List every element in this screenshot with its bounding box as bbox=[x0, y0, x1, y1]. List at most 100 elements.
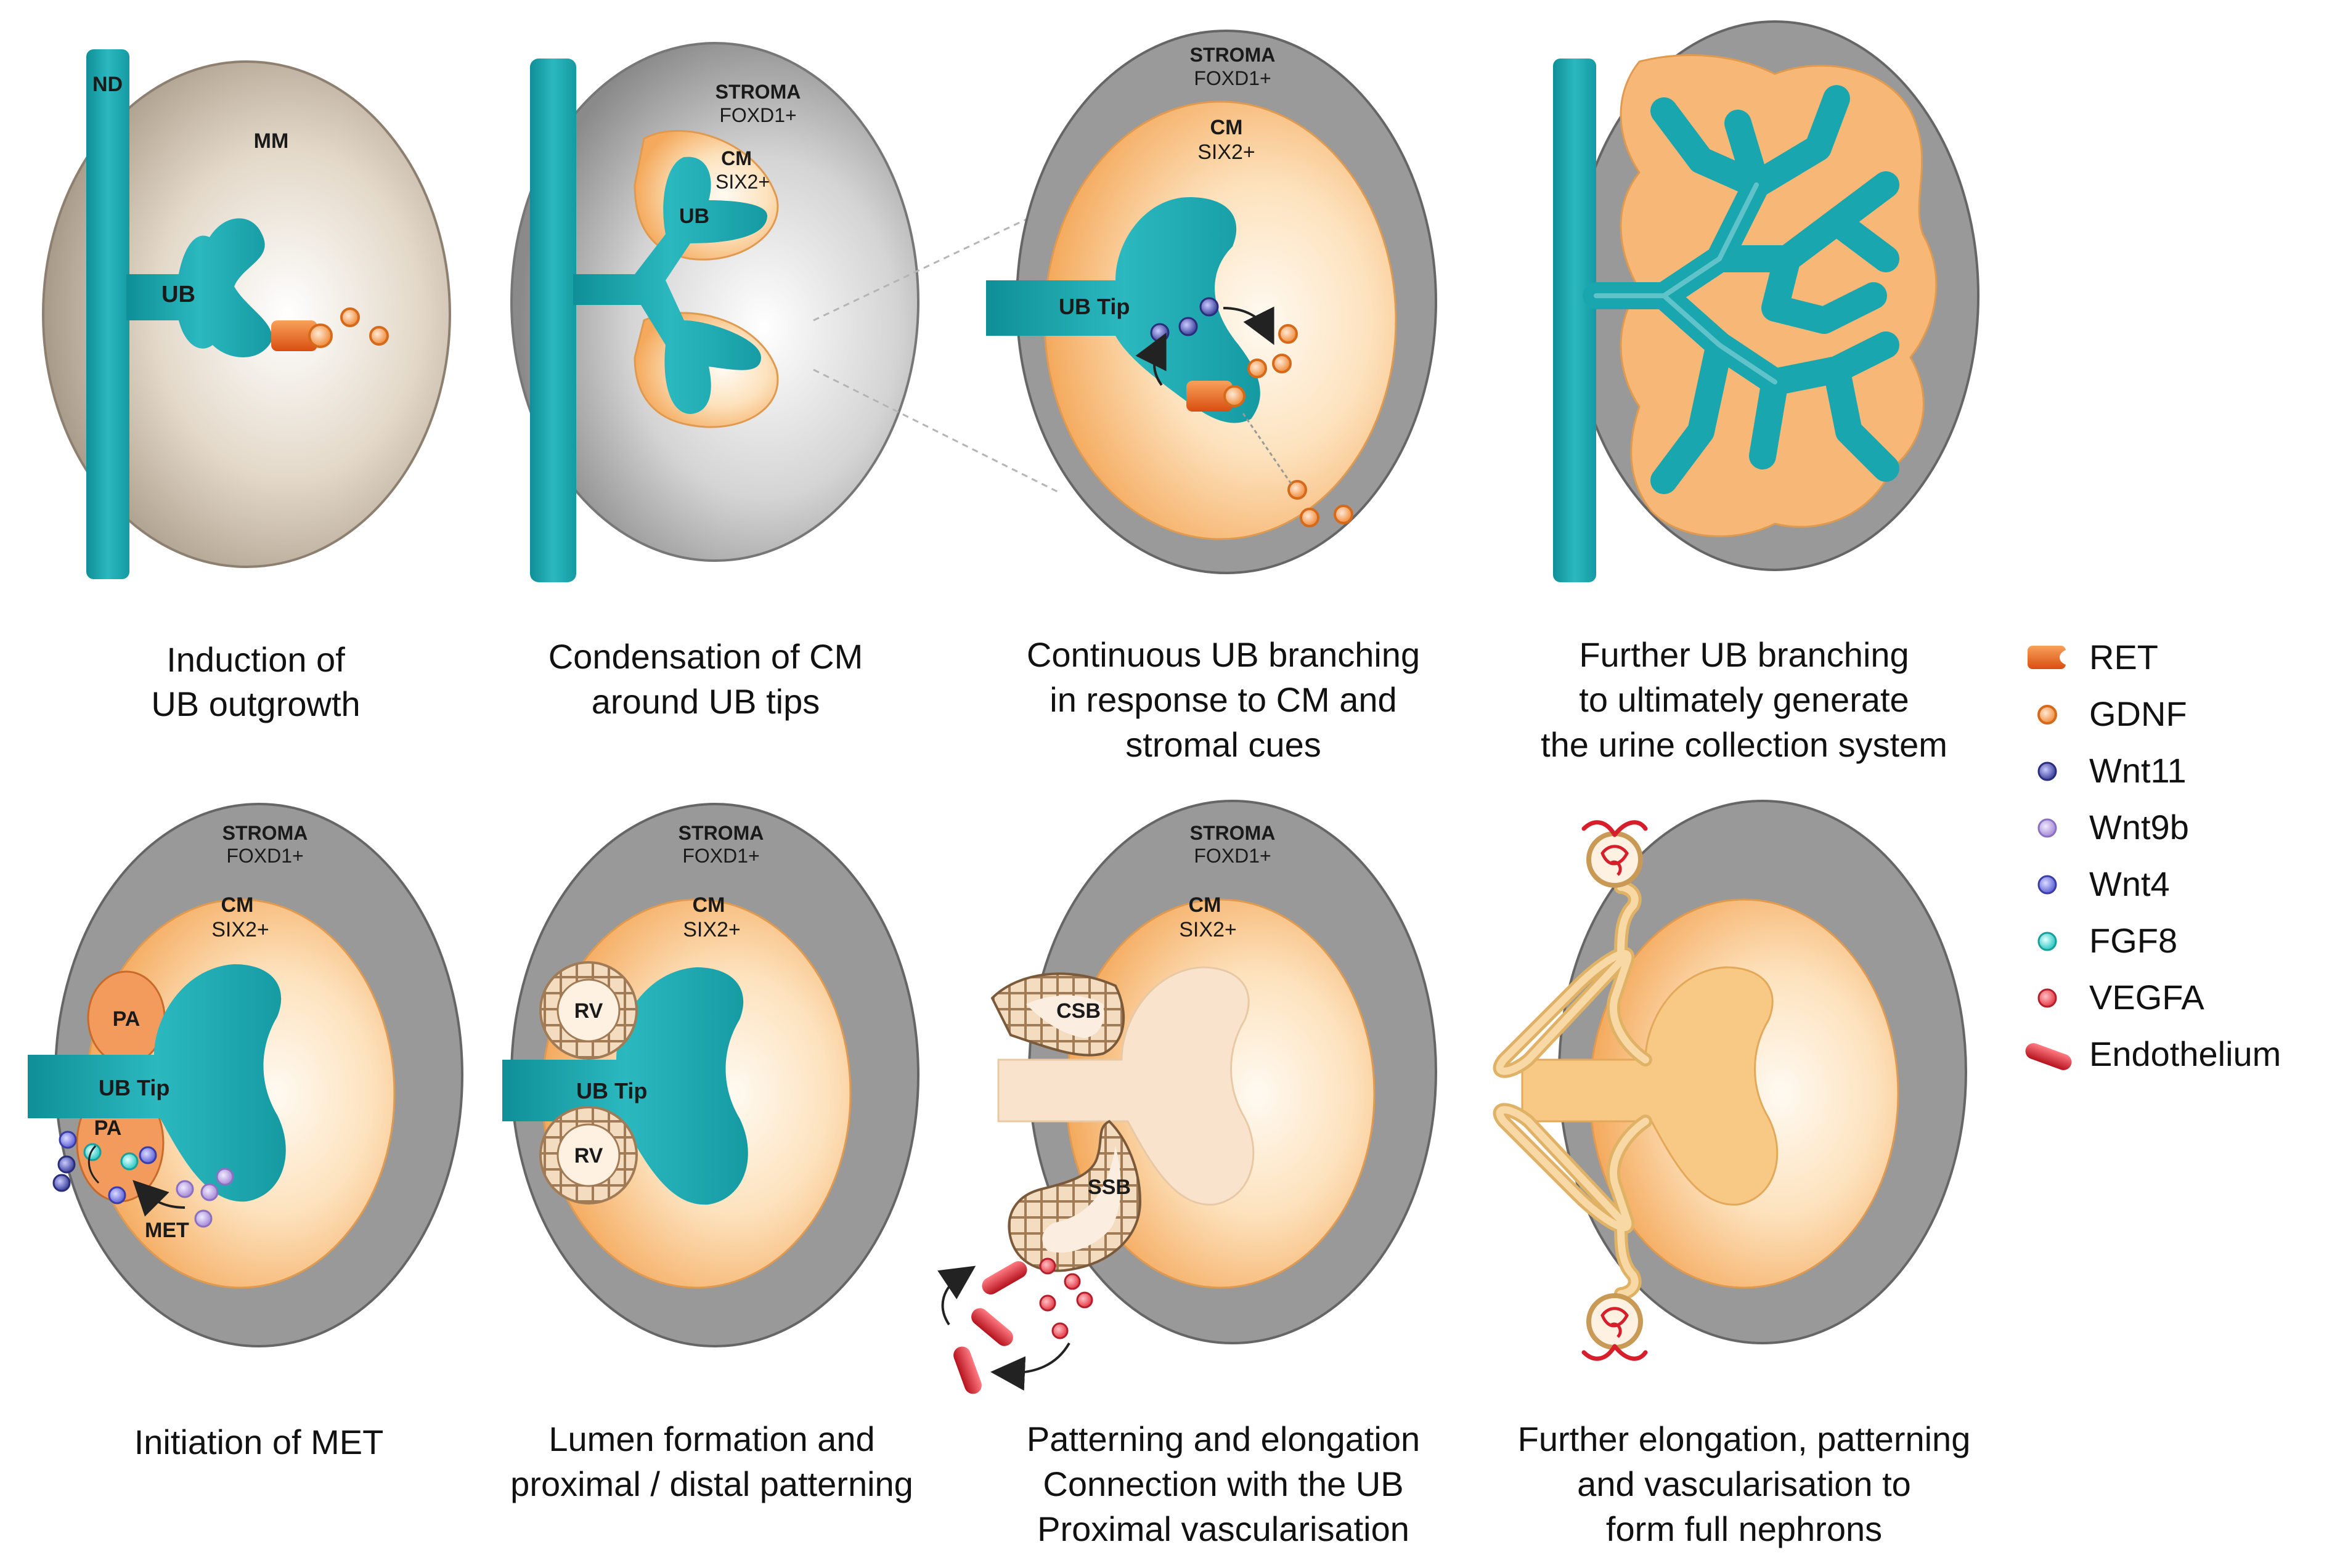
signal-arrow bbox=[88, 1145, 100, 1184]
legend-label: FGF8 bbox=[2089, 921, 2177, 960]
cm-label: CM bbox=[721, 147, 752, 169]
cm-label: CM bbox=[1189, 893, 1221, 917]
comma-shaped-body-lumen bbox=[1026, 995, 1104, 1038]
panel-2-caption: around UB tips bbox=[592, 682, 820, 721]
csb-label: CSB bbox=[1056, 999, 1101, 1023]
panel-4-caption: to ultimately generate bbox=[1579, 680, 1909, 719]
s-shaped-body bbox=[1008, 1119, 1142, 1272]
vegfa-dot-icon bbox=[2037, 988, 2057, 1008]
ureteric-bud bbox=[502, 967, 748, 1205]
stroma-label: STROMA bbox=[1190, 822, 1276, 844]
panel-2-caption: Condensation of CM bbox=[548, 637, 863, 676]
stroma-label: STROMA bbox=[222, 822, 308, 844]
six2-label: SIX2+ bbox=[1179, 918, 1237, 941]
wnt9b-dot bbox=[176, 1180, 194, 1198]
panel-7-caption: Proximal vascularisation bbox=[1037, 1509, 1409, 1548]
nephron-tubule bbox=[1496, 884, 1649, 1075]
gdnf-dot bbox=[1287, 480, 1307, 500]
panel-1-induction: ND MM UB bbox=[42, 49, 451, 579]
nephric-duct bbox=[530, 59, 576, 582]
signal-arrow bbox=[132, 1180, 186, 1217]
wnt4-dot bbox=[139, 1146, 157, 1164]
legend-item: Wnt4 bbox=[2037, 864, 2170, 903]
wnt9b-dot bbox=[200, 1183, 219, 1201]
nephric-duct bbox=[86, 49, 129, 579]
panel-6-lumen: STROMA FOXD1+ CM SIX2+ RV RV UB Tip bbox=[502, 803, 919, 1347]
stroma-label: STROMA bbox=[679, 822, 764, 844]
cm-label: CM bbox=[221, 893, 254, 917]
met-label: MET bbox=[145, 1219, 189, 1242]
nephron-tubule bbox=[1496, 1106, 1649, 1298]
legend-item: Wnt11 bbox=[2037, 751, 2187, 790]
wnt4-dot-icon bbox=[2037, 875, 2057, 895]
signal-arrow bbox=[1223, 306, 1274, 346]
panel-4-caption: Further UB branching bbox=[1579, 635, 1909, 674]
panel-4-collecting-system bbox=[1553, 20, 1979, 582]
vegfa-dot bbox=[1064, 1273, 1081, 1290]
signal-arrow bbox=[1241, 411, 1292, 484]
wnt11-dot-icon bbox=[2037, 762, 2057, 781]
ret-receptor bbox=[1186, 381, 1246, 412]
ureteric-bud bbox=[573, 156, 767, 414]
foxd1-label: FOXD1+ bbox=[1194, 67, 1271, 89]
panel-8-caption: Further elongation, patterning bbox=[1518, 1420, 1971, 1458]
panel-7-patterning: STROMA FOXD1+ CM SIX2+ CSB SSB bbox=[937, 800, 1437, 1394]
renal-vesicle bbox=[539, 1106, 638, 1204]
panel-7-caption: Connection with the UB bbox=[1043, 1464, 1403, 1503]
ureteric-bud bbox=[28, 964, 286, 1202]
gdnf-dot bbox=[1247, 359, 1267, 378]
zoom-guide-line bbox=[813, 202, 1061, 322]
vegfa-dot bbox=[1039, 1257, 1056, 1275]
panel-1-caption: UB outgrowth bbox=[151, 684, 360, 723]
foxd1-label: FOXD1+ bbox=[682, 845, 759, 867]
panel-2-condensation: STROMA FOXD1+ CM SIX2+ UB bbox=[510, 42, 919, 582]
legend: RET GDNF Wnt11 Wnt9b Wnt4 FGF8 VEGFA En bbox=[2025, 638, 2281, 1073]
legend-item: Endothelium bbox=[2025, 1034, 2281, 1073]
legend-label: Wnt11 bbox=[2089, 751, 2187, 790]
panel-7-caption: Patterning and elongation bbox=[1027, 1420, 1420, 1458]
s-shaped-body-lumen bbox=[1042, 1146, 1121, 1253]
rv-label: RV bbox=[574, 1144, 603, 1168]
gdnf-dot bbox=[1300, 508, 1319, 527]
ret-receptor-icon bbox=[2028, 646, 2066, 669]
vegfa-dot bbox=[1076, 1291, 1093, 1309]
panel-8-caption: and vascularisation to bbox=[1577, 1464, 1911, 1503]
gdnf-dot bbox=[1334, 505, 1353, 524]
panel-6-caption: proximal / distal patterning bbox=[510, 1464, 913, 1503]
panel-8-nephrons bbox=[1493, 800, 1967, 1361]
wnt11-dot bbox=[1178, 317, 1198, 336]
panel-3-branching: STROMA FOXD1+ CM SIX2+ UB Tip bbox=[986, 30, 1437, 574]
stroma bbox=[510, 42, 919, 562]
gdnf-dot bbox=[340, 307, 360, 327]
wnt11-dot bbox=[1199, 297, 1219, 317]
gdnf-dot bbox=[1278, 324, 1298, 344]
ub-tip-label: UB Tip bbox=[576, 1078, 647, 1103]
ub-tip-label: UB Tip bbox=[1059, 294, 1130, 319]
wnt11-dot bbox=[57, 1155, 76, 1174]
legend-item: Wnt9b bbox=[2037, 808, 2189, 847]
wnt9b-dot-icon bbox=[2037, 818, 2057, 838]
cm-label: CM bbox=[693, 893, 725, 917]
ub-label: UB bbox=[161, 282, 195, 307]
cm-label: CM bbox=[1210, 116, 1243, 139]
stroma-label: STROMA bbox=[716, 81, 801, 103]
wnt9b-dot bbox=[194, 1209, 213, 1228]
fgf8-dot bbox=[120, 1152, 139, 1171]
six2-label: SIX2+ bbox=[683, 918, 741, 941]
zoom-guide-line bbox=[813, 368, 1061, 494]
ureteric-bud bbox=[1521, 966, 1779, 1206]
panel-4-caption: the urine collection system bbox=[1541, 725, 1947, 764]
gdnf-dot bbox=[369, 326, 389, 346]
panel-6-caption: Lumen formation and bbox=[548, 1420, 874, 1458]
ret-receptor bbox=[271, 320, 333, 351]
panel-3-caption: in response to CM and bbox=[1050, 680, 1396, 719]
panel-8-caption: form full nephrons bbox=[1606, 1509, 1882, 1548]
wnt11-dot bbox=[52, 1174, 71, 1192]
wnt11-dot bbox=[1150, 323, 1170, 343]
pa-label: PA bbox=[94, 1116, 122, 1140]
legend-label: Wnt4 bbox=[2089, 864, 2170, 903]
ureteric-bud-outline bbox=[997, 966, 1255, 1206]
six2-label: SIX2+ bbox=[716, 171, 770, 193]
ub-tip-label: UB Tip bbox=[99, 1075, 169, 1100]
